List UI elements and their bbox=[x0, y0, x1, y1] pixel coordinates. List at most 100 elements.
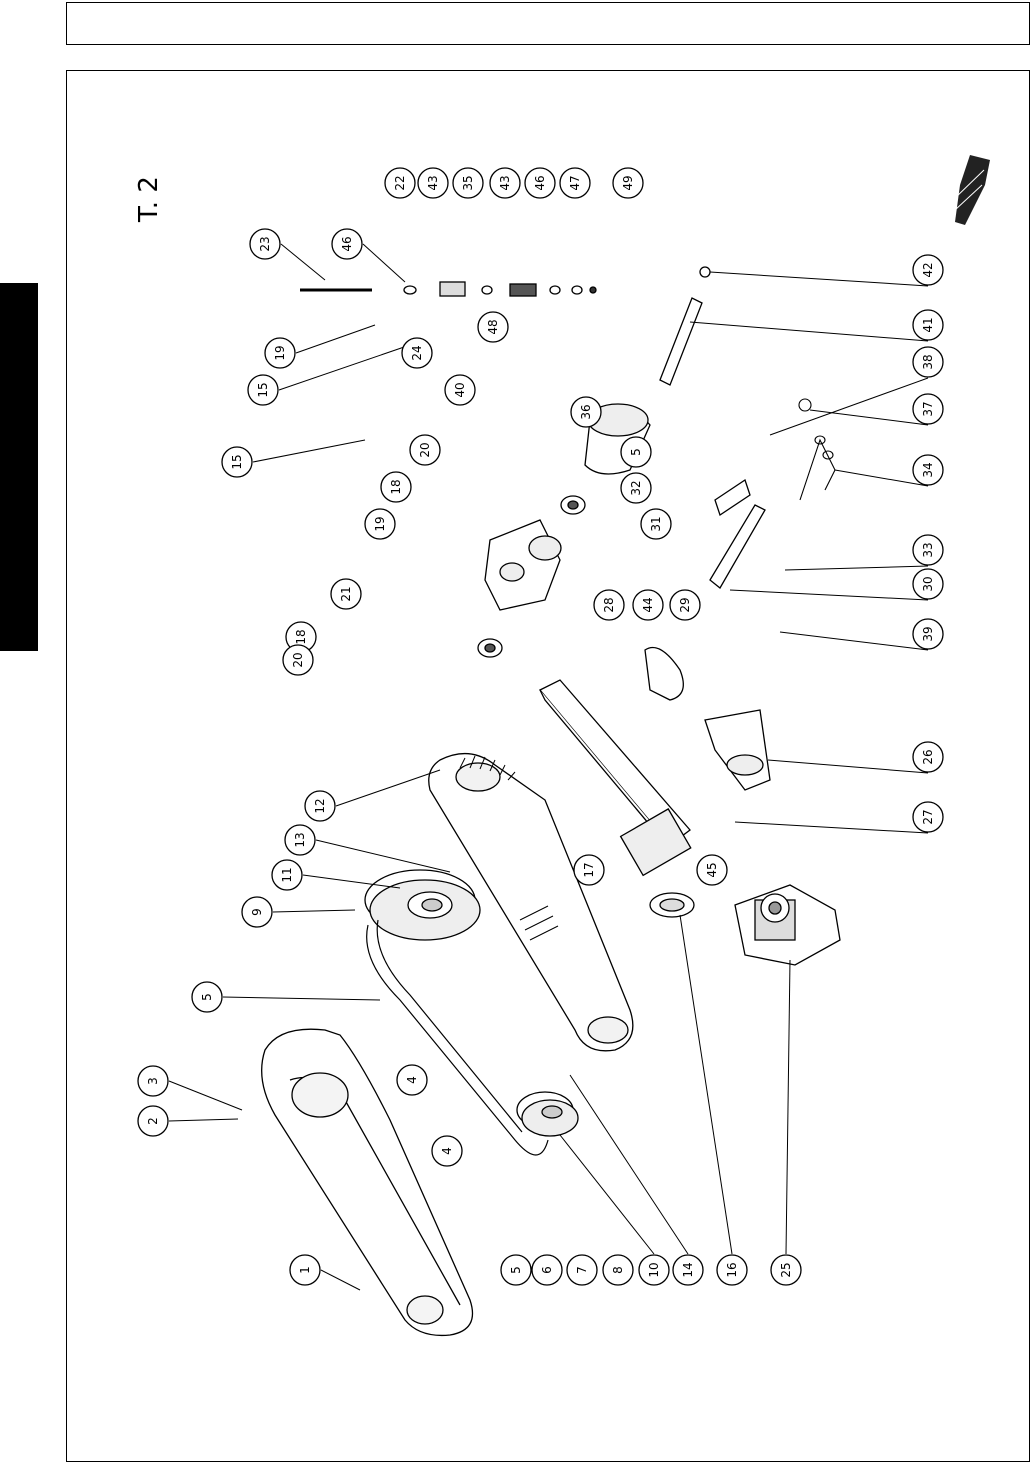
callout-circle bbox=[330, 578, 362, 610]
bearing-parts bbox=[477, 495, 586, 658]
callout-7: 7 bbox=[566, 1254, 598, 1286]
callout-46: 46 bbox=[331, 228, 363, 260]
callout-20: 20 bbox=[282, 644, 314, 676]
callout-15: 15 bbox=[247, 374, 279, 406]
callout-43: 43 bbox=[489, 167, 521, 199]
callout-circle bbox=[912, 618, 944, 650]
callout-32: 32 bbox=[620, 472, 652, 504]
callout-number: 40 bbox=[453, 382, 467, 397]
small-pulley-part bbox=[516, 1091, 579, 1137]
callout-number: 33 bbox=[921, 542, 935, 557]
callout-number: 34 bbox=[921, 462, 935, 477]
callout-number: 20 bbox=[418, 442, 432, 457]
callout-3: 3 bbox=[137, 1065, 169, 1097]
callout-circle bbox=[912, 393, 944, 425]
callout-circle bbox=[380, 471, 412, 503]
callout-1: 1 bbox=[289, 1254, 321, 1286]
callout-number: 9 bbox=[250, 908, 264, 916]
callout-21: 21 bbox=[330, 578, 362, 610]
callout-circle bbox=[612, 167, 644, 199]
callout-33: 33 bbox=[912, 534, 944, 566]
callout-circle bbox=[500, 1254, 532, 1286]
callout-number: 27 bbox=[921, 809, 935, 824]
gearbox-part bbox=[734, 884, 841, 966]
callout-18: 18 bbox=[380, 471, 412, 503]
callout-circle bbox=[452, 167, 484, 199]
chain-part bbox=[798, 398, 836, 501]
callout-16: 16 bbox=[716, 1254, 748, 1286]
callout-27: 27 bbox=[912, 801, 944, 833]
callout-circle bbox=[282, 644, 314, 676]
callout-number: 11 bbox=[280, 867, 294, 882]
callout-circle bbox=[384, 167, 416, 199]
callout-circle bbox=[417, 167, 449, 199]
callout-circle bbox=[241, 896, 273, 928]
callout-circle bbox=[284, 824, 316, 856]
callout-number: 46 bbox=[533, 175, 547, 190]
callout-42: 42 bbox=[912, 254, 944, 286]
callout-15: 15 bbox=[221, 446, 253, 478]
callout-44: 44 bbox=[632, 589, 664, 621]
figure-label: T. 2 bbox=[134, 176, 164, 223]
callout-number: 13 bbox=[293, 832, 307, 847]
callout-circle bbox=[716, 1254, 748, 1286]
callout-circle bbox=[444, 374, 476, 406]
callout-31: 31 bbox=[640, 508, 672, 540]
large-pulley-part bbox=[364, 869, 481, 941]
callout-number: 20 bbox=[291, 652, 305, 667]
callout-number: 4 bbox=[405, 1076, 419, 1084]
callout-circle bbox=[264, 337, 296, 369]
callout-number: 1 bbox=[298, 1266, 312, 1274]
callout-circle bbox=[770, 1254, 802, 1286]
callout-circle bbox=[249, 228, 281, 260]
callout-number: 19 bbox=[273, 345, 287, 360]
callout-5: 5 bbox=[500, 1254, 532, 1286]
lever-part bbox=[644, 646, 771, 791]
callout-number: 43 bbox=[426, 175, 440, 190]
callout-2: 2 bbox=[137, 1105, 169, 1137]
callout-number: 5 bbox=[629, 448, 643, 456]
callout-number: 36 bbox=[579, 404, 593, 419]
callout-circle bbox=[912, 568, 944, 600]
callout-circle bbox=[289, 1254, 321, 1286]
callout-circle bbox=[620, 436, 652, 468]
callout-number: 30 bbox=[921, 576, 935, 591]
callout-circle bbox=[271, 859, 303, 891]
callout-circle bbox=[396, 1064, 428, 1096]
callout-19: 19 bbox=[364, 508, 396, 540]
callout-23: 23 bbox=[249, 228, 281, 260]
callout-number: 18 bbox=[389, 479, 403, 494]
callout-circle bbox=[912, 801, 944, 833]
callout-number: 47 bbox=[568, 175, 582, 190]
spring-and-washers-part bbox=[403, 281, 597, 297]
v-belt-part bbox=[366, 919, 549, 1156]
callout-circle bbox=[696, 854, 728, 886]
callout-circle bbox=[632, 589, 664, 621]
callout-number: 45 bbox=[705, 862, 719, 877]
callout-number: 14 bbox=[681, 1262, 695, 1277]
callout-11: 11 bbox=[271, 859, 303, 891]
callout-number: 43 bbox=[498, 175, 512, 190]
main-beam-part bbox=[538, 679, 695, 918]
callout-43: 43 bbox=[417, 167, 449, 199]
callout-5: 5 bbox=[191, 981, 223, 1013]
callout-circle bbox=[559, 167, 591, 199]
callout-number: 24 bbox=[410, 345, 424, 360]
callout-number: 12 bbox=[313, 798, 327, 813]
callout-18: 18 bbox=[285, 621, 317, 653]
header-box bbox=[66, 2, 1030, 45]
callout-number: 21 bbox=[339, 586, 353, 601]
belt-guard-part bbox=[261, 1028, 474, 1337]
callout-circle bbox=[409, 434, 441, 466]
callout-35: 35 bbox=[452, 167, 484, 199]
callout-19: 19 bbox=[264, 337, 296, 369]
callout-9: 9 bbox=[241, 896, 273, 928]
callout-circle bbox=[912, 741, 944, 773]
callout-29: 29 bbox=[669, 589, 701, 621]
callout-number: 5 bbox=[509, 1266, 523, 1274]
callout-17: 17 bbox=[573, 854, 605, 886]
callout-number: 17 bbox=[582, 862, 596, 877]
callout-circle bbox=[593, 589, 625, 621]
callout-14: 14 bbox=[672, 1254, 704, 1286]
